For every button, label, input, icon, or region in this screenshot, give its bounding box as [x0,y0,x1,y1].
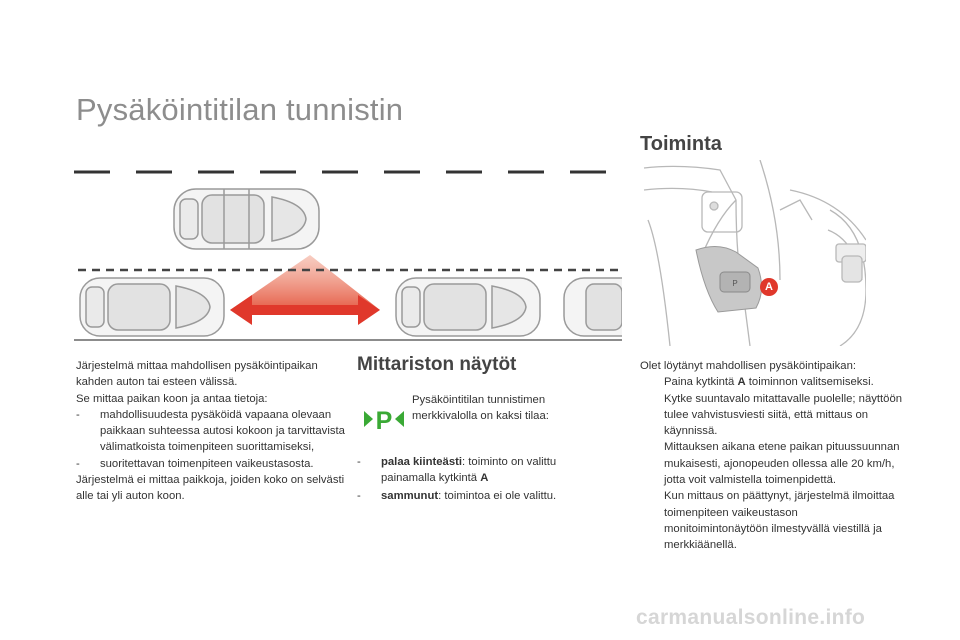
bullet-icon [640,374,664,390]
switch-a-marker: A [760,278,778,296]
toiminta-intro: Olet löytänyt mahdollisen pysäköintipaik… [640,360,857,372]
parked-car-far-right [563,277,622,337]
toiminta-heading: Toiminta [640,133,722,155]
outro-text: Järjestelmä ei mittaa paikkoja, joiden k… [76,474,345,503]
intro-line: Järjestelmä mittaa mahdollisen pysäköint… [76,360,318,372]
sensing-zone [230,255,380,310]
mittaristo-heading: Mittariston näytöt [357,354,517,375]
list-item: Mittauksen aikana etene paikan pituussuu… [640,439,902,488]
moving-car [173,188,320,250]
space-measure-arrow [230,295,380,325]
list-item: - sammunut: toimintoa ei ole valittu. [357,489,557,502]
left-column-text: Järjestelmä mittaa mahdollisen pysäköint… [76,358,346,505]
list-item: Kun mittaus on päättynyt, järjestelmä il… [640,488,902,553]
parked-car-left [79,277,225,337]
list-item: Paina kytkintä A toiminnon valitsemiseks… [640,374,902,390]
svg-text:P: P [732,279,737,288]
list-item: - suoritettavan toimenpiteen vaikeustaso… [76,457,314,470]
toiminta-text: Olet löytänyt mahdollisen pysäköintipaik… [640,358,902,554]
list-item: Kytke suuntavalo mitattavalle puolelle; … [640,391,902,440]
bullet-icon [640,439,664,488]
svg-text:P: P [376,407,393,434]
dashboard-illustration: P A [640,159,867,347]
switch-panel: P [695,246,762,313]
intro-line: kahden auton tai esteen välissä. [76,376,238,389]
page-title: Pysäköintitilan tunnistin [76,92,404,127]
parking-illustration [74,170,622,341]
bullet-icon [640,488,664,553]
bullet-icon [640,391,664,440]
watermark: carmanualsonline.info [636,606,866,629]
parked-car-right [395,277,541,337]
parking-sensor-icon: P [364,407,404,434]
indicator-intro: Pysäköintitilan tunnistimen merkkivaloll… [412,394,549,423]
list-item: - palaa kiinteästi: toiminto on valittu … [357,456,557,485]
indicator-states: - palaa kiinteästi: toiminto on valittu … [357,454,597,505]
intro-line: Se mittaa paikan koon ja antaa tietoja: [76,392,268,405]
list-item: - mahdollisuudesta pysäköidä vapaana ole… [76,408,345,454]
